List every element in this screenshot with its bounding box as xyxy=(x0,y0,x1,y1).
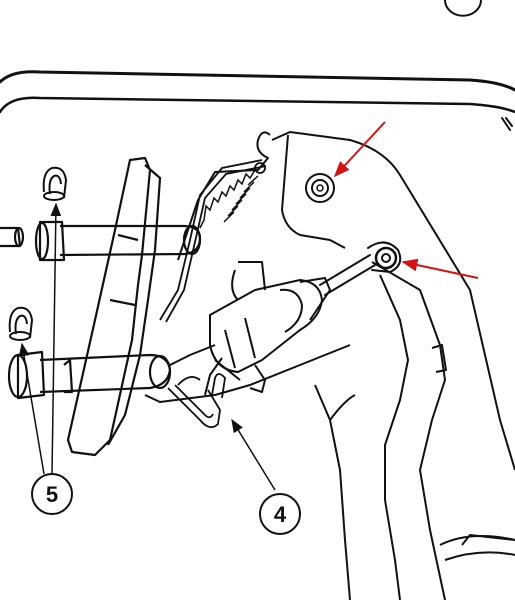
mounting-bolt xyxy=(305,173,335,203)
master-cylinder-pushrod xyxy=(319,241,402,296)
bushing-clip-lower xyxy=(8,306,34,341)
callout-5-label: 5 xyxy=(46,482,58,507)
red-arrow-to-bolt xyxy=(333,121,386,178)
pedal-plate xyxy=(66,156,162,457)
pedal-pivot-shaft-lower xyxy=(7,350,172,400)
callout-5-leader-lower xyxy=(18,342,45,475)
partial-circle-top-right xyxy=(444,0,482,17)
pushrod-pivot-pin xyxy=(374,246,398,270)
clutch-pedal-arm xyxy=(314,261,515,600)
callout-4: 4 xyxy=(259,493,301,535)
pedal-bracket xyxy=(144,131,515,471)
retaining-clip xyxy=(167,373,226,429)
callout-4-leader xyxy=(231,418,276,491)
return-spring xyxy=(199,162,266,229)
bushing-clip-upper xyxy=(42,166,68,201)
clutch-master-cylinder xyxy=(169,261,331,396)
callout-5: 5 xyxy=(31,473,73,515)
callout-5-leader-upper xyxy=(50,202,62,475)
red-arrow-to-pivot-pin xyxy=(401,258,479,279)
callout-4-label: 4 xyxy=(274,502,287,527)
hydraulic-pipe xyxy=(159,159,267,323)
bulkhead-outline xyxy=(0,70,515,131)
pedal-pivot-shaft-upper xyxy=(0,220,202,262)
